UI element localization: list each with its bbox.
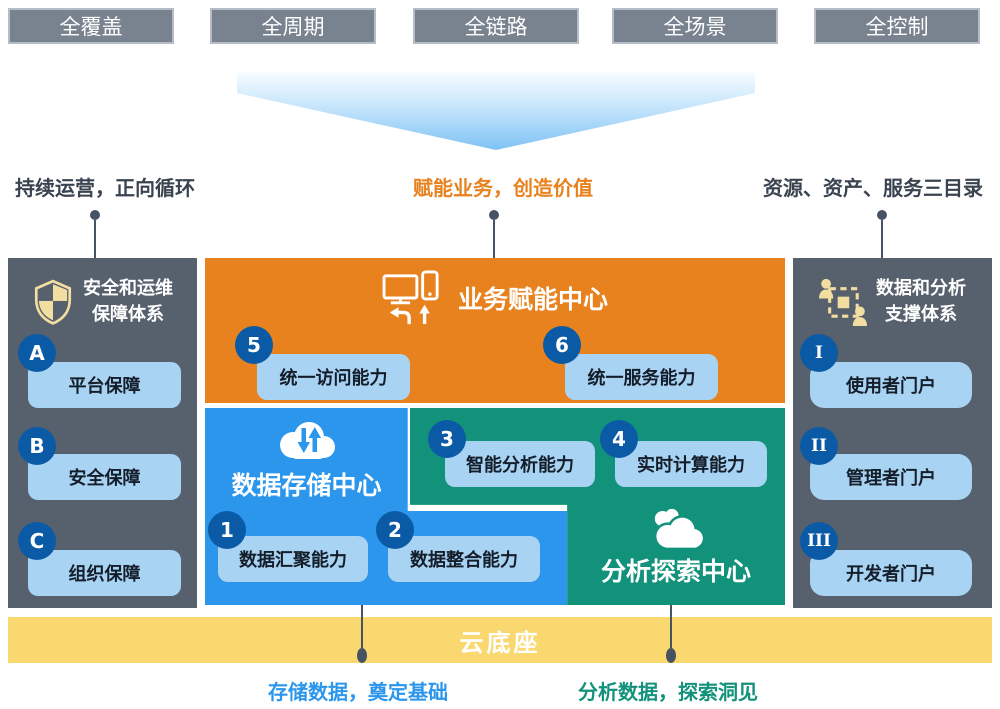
support-panel-title: 数据和分析 支撑体系 xyxy=(876,276,966,328)
title-line1: 安全和运维 xyxy=(83,278,173,299)
connector-dot xyxy=(666,648,676,663)
devices-sync-icon xyxy=(382,270,439,325)
connector-dot xyxy=(877,210,887,220)
annotation-store-data: 存储数据，奠定基础 xyxy=(268,680,448,704)
pill-label: 实时计算能力 xyxy=(637,455,745,476)
pill-label: 开发者门户 xyxy=(846,564,936,585)
title-line1: 数据和分析 xyxy=(876,278,966,299)
top-box-label: 全周期 xyxy=(261,15,325,39)
pill-realtime-computing: 实时计算能力 xyxy=(615,441,767,487)
pill-data-integration: 数据整合能力 xyxy=(388,536,540,582)
connector-center xyxy=(489,210,499,258)
top-box-full-scenario: 全场景 xyxy=(612,8,778,44)
badge-3: 3 xyxy=(428,420,466,458)
pill-label: 统一服务能力 xyxy=(587,368,696,389)
top-box-label: 全覆盖 xyxy=(59,15,123,39)
pill-security-guarantee: 安全保障 xyxy=(28,454,181,500)
top-box-label: 全控制 xyxy=(865,15,929,39)
double-cloud-icon xyxy=(653,508,706,550)
pill-admin-portal: 管理者门户 xyxy=(810,454,972,500)
badge-5: 5 xyxy=(235,326,273,364)
pill-label: 统一访问能力 xyxy=(279,368,388,389)
business-center-header: 业务赋能中心 xyxy=(205,258,785,326)
annotation-continuous-ops: 持续运营，正向循环 xyxy=(15,176,195,200)
pill-label: 组织保障 xyxy=(68,564,141,585)
pill-label: 管理者门户 xyxy=(846,468,936,489)
top-box-label: 全场景 xyxy=(663,15,727,39)
annotation-enable-business: 赋能业务，创造价值 xyxy=(413,176,593,200)
security-ops-panel: 安全和运维 保障体系 A 平台保障 B 安全保障 C 组织保障 xyxy=(8,258,197,608)
down-arrow-shape xyxy=(237,72,755,150)
pill-platform-guarantee: 平台保障 xyxy=(28,362,181,408)
connector-dot xyxy=(489,210,499,220)
business-center-title: 业务赋能中心 xyxy=(457,285,608,314)
connector-bottom-left xyxy=(357,605,367,663)
badge-B: B xyxy=(18,427,56,465)
pill-label: 数据整合能力 xyxy=(410,550,518,571)
annotation-three-catalogs: 资源、资产、服务三目录 xyxy=(763,176,983,200)
badge-III: III xyxy=(800,522,838,560)
title-line2: 保障体系 xyxy=(92,304,164,325)
security-ops-header: 安全和运维 保障体系 xyxy=(8,258,197,328)
badge-1: 1 xyxy=(208,511,246,549)
top-box-label: 全链路 xyxy=(464,15,528,39)
connector-right xyxy=(877,210,887,258)
connector-left xyxy=(90,210,100,258)
pill-label: 安全保障 xyxy=(68,468,141,489)
pill-data-aggregation: 数据汇聚能力 xyxy=(218,536,368,582)
annotation-analyze-data: 分析数据，探索洞见 xyxy=(578,680,758,704)
pill-label: 数据汇聚能力 xyxy=(239,550,347,571)
storage-center-header: 数据存储中心 xyxy=(205,416,408,502)
top-box-full-coverage: 全覆盖 xyxy=(8,8,174,44)
connector-bottom-right xyxy=(666,605,676,663)
badge-6: 6 xyxy=(543,326,581,364)
badge-I: I xyxy=(800,334,838,372)
cloud-base-label: 云底座 xyxy=(459,628,541,657)
analysis-center-header: 分析探索中心 xyxy=(567,506,785,588)
pill-intelligent-analysis: 智能分析能力 xyxy=(445,441,595,487)
badge-A: A xyxy=(18,334,56,372)
connector-dot xyxy=(90,210,100,220)
business-center-panel: 业务赋能中心 5 统一访问能力 6 统一服务能力 xyxy=(205,258,785,403)
top-box-full-cycle: 全周期 xyxy=(210,8,376,44)
pill-label: 使用者门户 xyxy=(846,376,936,397)
pill-label: 平台保障 xyxy=(68,376,141,397)
people-data-icon xyxy=(819,278,867,326)
connector-line xyxy=(670,605,672,648)
connector-line xyxy=(94,220,96,258)
pill-developer-portal: 开发者门户 xyxy=(810,550,972,596)
badge-2: 2 xyxy=(376,511,414,549)
support-panel-header: 数据和分析 支撑体系 xyxy=(793,258,992,328)
top-box-full-control: 全控制 xyxy=(814,8,980,44)
badge-4: 4 xyxy=(600,420,638,458)
cloud-transfer-icon xyxy=(279,422,335,459)
pill-organization-guarantee: 组织保障 xyxy=(28,550,181,596)
analysis-center-title: 分析探索中心 xyxy=(600,557,751,586)
pill-unified-service: 统一服务能力 xyxy=(565,354,718,400)
shield-icon xyxy=(34,279,72,325)
data-analysis-support-panel: 数据和分析 支撑体系 I 使用者门户 II 管理者门户 III 开发者门户 xyxy=(793,258,992,608)
storage-center-title: 数据存储中心 xyxy=(231,471,382,500)
cloud-base-bar: 云底座 xyxy=(8,617,992,663)
badge-II: II xyxy=(800,427,838,465)
connector-line xyxy=(361,605,363,648)
pill-unified-access: 统一访问能力 xyxy=(257,354,410,400)
connector-line xyxy=(493,220,495,258)
title-line2: 支撑体系 xyxy=(885,304,957,325)
top-box-full-link: 全链路 xyxy=(413,8,579,44)
pill-user-portal: 使用者门户 xyxy=(810,362,972,408)
badge-C: C xyxy=(18,522,56,560)
security-ops-title: 安全和运维 保障体系 xyxy=(83,276,173,328)
connector-line xyxy=(881,220,883,258)
connector-dot xyxy=(357,648,367,663)
pill-label: 智能分析能力 xyxy=(466,455,574,476)
